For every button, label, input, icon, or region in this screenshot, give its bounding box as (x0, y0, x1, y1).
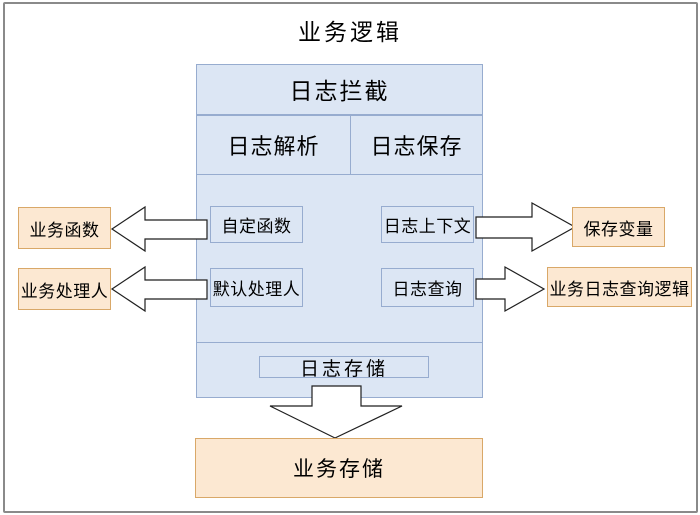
node-custom-function: 自定函数 (210, 206, 303, 243)
container-divider (196, 342, 483, 343)
node-business-storage: 业务存储 (195, 438, 483, 498)
diagram-title: 业务逻辑 (298, 19, 402, 45)
log-interception-header: 日志拦截 (196, 64, 483, 115)
node-default-handler: 默认处理人 (210, 268, 303, 307)
section-log-parse: 日志解析 (196, 115, 351, 175)
arrow-to-business-function (110, 205, 208, 253)
node-business-log-query-logic: 业务日志查询逻辑 (547, 267, 692, 307)
node-save-variable: 保存变量 (572, 207, 665, 247)
node-log-context: 日志上下文 (381, 206, 474, 243)
arrow-to-save-variable (475, 201, 577, 253)
node-business-function: 业务函数 (18, 207, 111, 249)
node-log-storage: 日志存储 (259, 356, 429, 380)
section-log-save: 日志保存 (350, 115, 483, 175)
arrow-to-business-storage (269, 385, 403, 439)
node-business-handler: 业务处理人 (18, 268, 111, 310)
node-log-query: 日志查询 (381, 268, 474, 307)
arrow-to-business-handler (110, 265, 208, 313)
arrow-to-business-log-query-logic (475, 265, 546, 313)
